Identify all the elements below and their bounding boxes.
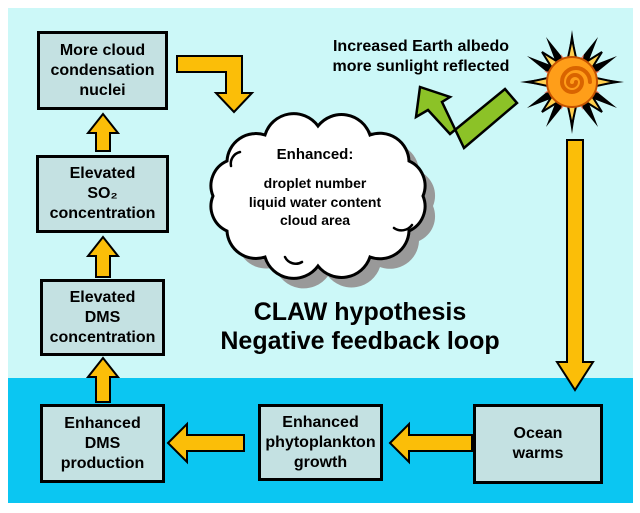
box-line: Elevated <box>69 165 136 182</box>
box-elevated-dms-concentration: Elevated DMS concentration <box>40 279 165 356</box>
sun-icon <box>520 30 624 134</box>
box-line: Enhanced <box>282 413 359 431</box>
box-ocean-warms: Ocean warms <box>473 404 603 484</box>
box-line: DMS <box>84 434 121 452</box>
box-line: condensation <box>50 61 155 79</box>
arrow-left-ocean-to-phyto-icon <box>388 421 473 465</box>
box-more-cloud-condensation-nuclei: More cloud condensation nuclei <box>37 31 168 110</box>
albedo-note: Increased Earth albedo more sunlight ref… <box>314 37 528 76</box>
arrow-down-sun-to-ocean-icon <box>555 139 595 392</box>
box-line: SO₂ <box>87 185 118 202</box>
box-enhanced-dms-production: Enhanced DMS production <box>40 404 165 483</box>
box-line: concentration <box>49 205 156 222</box>
box-line: Enhanced <box>64 414 141 432</box>
cloud-icon <box>209 112 427 280</box>
box-line: warms <box>512 445 564 462</box>
arrow-elbow-ccn-to-cloud-icon <box>176 55 255 114</box>
box-line: concentration <box>49 328 156 346</box>
cloud-label: Enhanced: droplet number liquid water co… <box>227 146 403 230</box>
cloud-label-item: liquid water content <box>248 193 382 210</box>
cloud-curl-left <box>229 150 242 168</box>
cloud-label-heading: Enhanced: <box>276 146 354 163</box>
box-line: nuclei <box>79 81 126 99</box>
arrow-green-reflection-icon <box>414 85 519 151</box>
arrow-left-phyto-to-dmsprod-icon <box>166 421 245 465</box>
box-elevated-so2-concentration: Elevated SO₂ concentration <box>36 155 169 233</box>
cloud-curl-bottom <box>283 255 304 265</box>
box-line: Ocean <box>513 425 563 442</box>
arrow-up-so2-to-ccn-icon <box>85 112 121 152</box>
box-enhanced-phytoplankton-growth: Enhanced phytoplankton growth <box>258 404 383 481</box>
cloud-label-item: droplet number <box>263 175 367 191</box>
cloud-curl-right <box>392 223 414 232</box>
box-line: Elevated <box>69 288 136 306</box>
box-line: production <box>60 454 145 472</box>
box-line: growth <box>293 453 348 471</box>
box-line: phytoplankton <box>265 433 376 451</box>
albedo-note-line: Increased Earth albedo <box>332 38 510 55</box>
albedo-note-line: more sunlight reflected <box>332 57 510 75</box>
box-line: More cloud <box>59 41 146 59</box>
title-line: CLAW hypothesis <box>253 298 467 326</box>
arrow-up-dmsconc-to-so2-icon <box>85 235 121 278</box>
sun-spiral <box>559 66 592 94</box>
title-line: Negative feedback loop <box>220 327 500 355</box>
box-line: DMS <box>84 308 121 326</box>
cloud-label-item: cloud area <box>279 212 351 228</box>
page-title: CLAW hypothesis Negative feedback loop <box>190 298 530 356</box>
arrow-up-dmsprod-to-dmsconc-icon <box>85 356 121 403</box>
